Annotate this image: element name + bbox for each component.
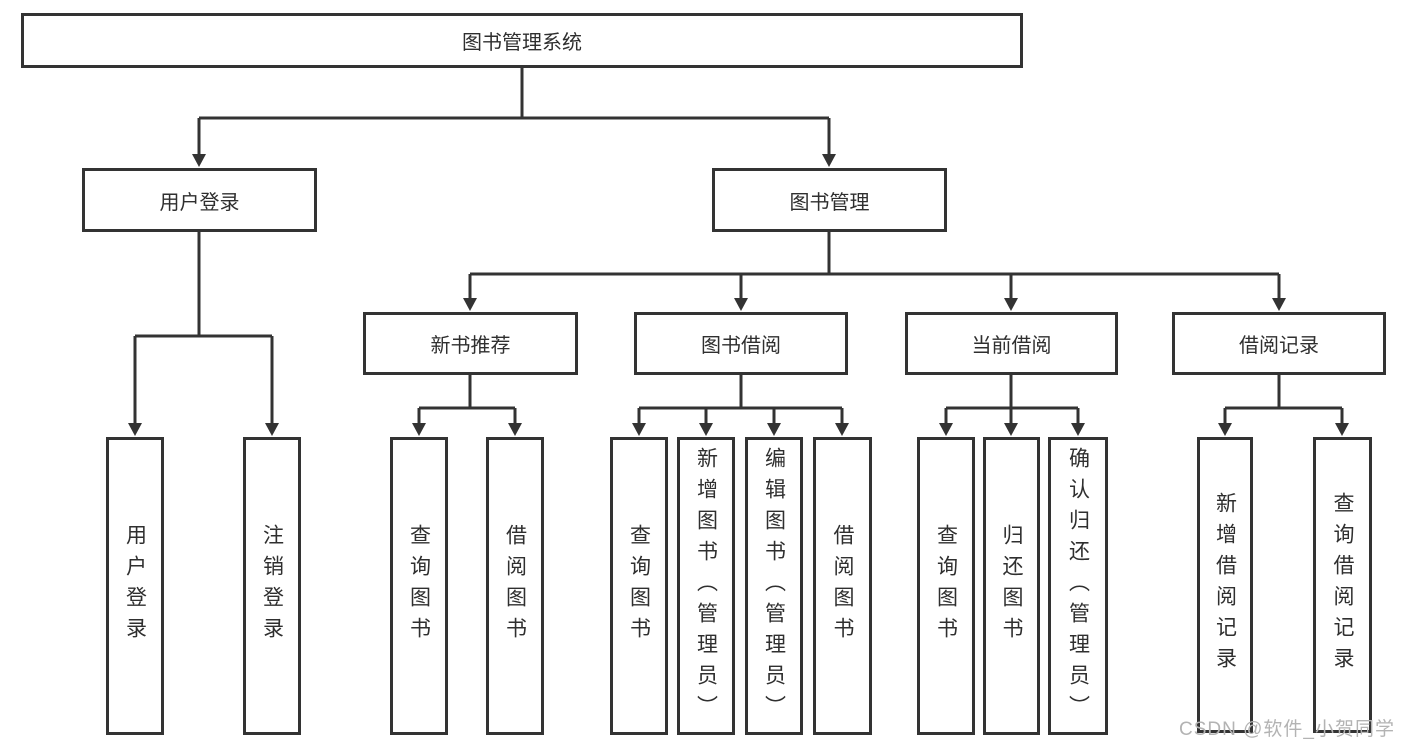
node-borrowing-records: 借阅记录 <box>1172 312 1386 375</box>
leaf-add-borrow-record: 新增借阅记录 <box>1197 437 1253 733</box>
leaf-add-books-admin: 新增图书（管理员） <box>677 437 735 735</box>
leaf-query-books-recommend: 查询图书 <box>390 437 448 735</box>
csdn-watermark: CSDN @软件_小贺同学 <box>1179 719 1395 740</box>
node-new-book-recommendation: 新书推荐 <box>363 312 578 375</box>
leaf-confirm-return-admin: 确认归还（管理员） <box>1048 437 1108 735</box>
node-library-management-system: 图书管理系统 <box>21 13 1023 68</box>
arrowheads <box>128 154 1349 436</box>
leaf-user-login: 用户登录 <box>106 437 164 735</box>
leaf-query-books-current: 查询图书 <box>917 437 975 735</box>
leaf-return-books: 归还图书 <box>983 437 1040 735</box>
leaf-query-books-borrowing: 查询图书 <box>610 437 668 735</box>
node-book-borrowing: 图书借阅 <box>634 312 848 375</box>
leaf-logout: 注销登录 <box>243 437 301 735</box>
connector-paths <box>133 68 1344 424</box>
leaf-edit-books-admin: 编辑图书（管理员） <box>745 437 803 735</box>
leaf-borrow-books: 借阅图书 <box>813 437 872 735</box>
leaf-borrow-books-recommend: 借阅图书 <box>486 437 544 735</box>
node-current-borrowing: 当前借阅 <box>905 312 1118 375</box>
node-book-management: 图书管理 <box>712 168 947 232</box>
node-user-login: 用户登录 <box>82 168 317 232</box>
leaf-query-borrow-record: 查询借阅记录 <box>1313 437 1372 733</box>
